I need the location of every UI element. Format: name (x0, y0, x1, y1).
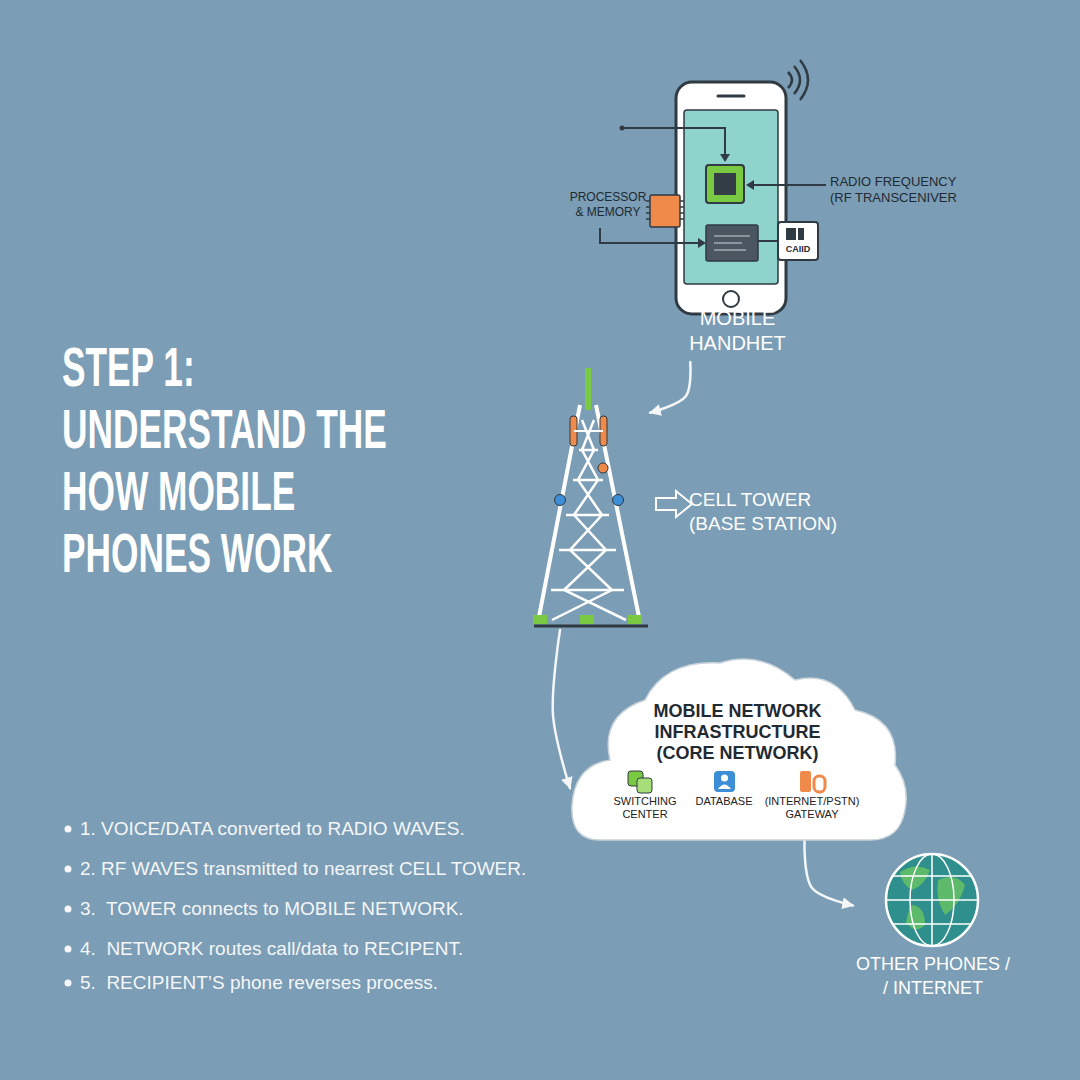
leader-line (752, 184, 826, 186)
signal-arc (800, 60, 808, 100)
database-node: DATABASE (692, 795, 756, 808)
tower-dish (598, 463, 608, 473)
card-label: CAIID (779, 244, 817, 255)
bullet-dot (65, 946, 72, 953)
memory-chip (706, 225, 758, 261)
bullet-dot (65, 906, 72, 913)
tower-leg (538, 405, 640, 622)
antenna-bar (574, 430, 603, 432)
database-icon-head (721, 775, 728, 782)
bullet-dot (65, 866, 72, 873)
database-icon-body (718, 785, 731, 790)
handset-node: MOBILE HANDHET (650, 75, 825, 362)
leader-line (622, 128, 725, 158)
phone-screen (684, 110, 778, 284)
step-item: 1. VOICE/DATA converted to RADIO WAVES. (80, 817, 640, 841)
cell-tower (533, 368, 648, 626)
chip-pins (646, 201, 684, 219)
chip-marking (714, 236, 750, 250)
leader-arrowhead (746, 180, 754, 190)
gateway-icon (800, 771, 811, 792)
gateway-icon (814, 776, 825, 792)
signal-arc (788, 72, 792, 88)
bullet-dot (65, 980, 72, 987)
leader-arrowhead (698, 238, 706, 248)
tower-foot (628, 615, 642, 624)
database-icon (714, 771, 735, 792)
rf-chip-core (714, 173, 736, 195)
node-text: SWITCHING CENTER (608, 795, 682, 821)
tower-dish (555, 495, 566, 506)
tower-lattice (552, 420, 626, 620)
signal-arc (794, 66, 800, 94)
globe-sphere (886, 854, 978, 946)
node-text: MOBILE HANDHET (650, 306, 825, 362)
flow-arrow (804, 840, 853, 906)
globe-meridian (910, 854, 954, 946)
node-text: OTHER PHONES / / INTERNET (853, 952, 1013, 1000)
cloud-node: MOBILE NETWORK INFRASTRUCTURE (CORE NETW… (570, 655, 905, 840)
step-item: 4. NETWORK routes call/data to RECIPENT. (80, 937, 640, 961)
sim-chip (798, 228, 804, 240)
pointer-arrow (656, 491, 692, 517)
step-item: 5. RECIPIENT’S phone reverses process. (80, 971, 640, 995)
switch-icon (637, 778, 652, 793)
tower-foot (533, 615, 547, 624)
leader-line (758, 240, 778, 242)
node-text: DATABASE (692, 795, 756, 808)
bullet-dot (65, 826, 72, 833)
leader-arrowhead (720, 154, 730, 162)
tower-foot (580, 615, 594, 624)
tower-ground (534, 625, 648, 628)
switch-icon (628, 771, 643, 786)
phone-speaker (718, 95, 744, 98)
sim-card (778, 222, 818, 260)
cloud-outline (572, 659, 906, 840)
flow-arrow (650, 362, 691, 413)
gateway-node: (INTERNET/PSTN) GATEWAY (756, 795, 868, 821)
part-label: PROCESSOR & MEMORY (566, 190, 650, 220)
home-button (723, 291, 739, 307)
switching-node: SWITCHING CENTER (608, 795, 682, 821)
node-text: MOBILE NETWORK INFRASTRUCTURE (CORE NETW… (643, 701, 833, 764)
diagram-title: STEP 1: UNDERSTAND THE HOW MOBILE PHONES… (62, 336, 415, 584)
leader-line (600, 228, 700, 243)
phone-body (676, 82, 786, 314)
tower-dish (613, 495, 624, 506)
sim-chip (786, 228, 796, 240)
globe-node: OTHER PHONES / / INTERNET (853, 850, 1013, 1000)
tower-node: CELL TOWER (BASE STATION) (530, 365, 650, 630)
flow-arrow (553, 630, 570, 788)
globe (886, 854, 978, 946)
node-text: CELL TOWER (BASE STATION) (689, 488, 841, 536)
leader-dot (620, 126, 625, 131)
part-label: RADIO FREQUENCY (RF TRANSCENIVER (830, 174, 970, 206)
globe-grid (886, 854, 978, 946)
processor-chip (650, 195, 680, 227)
step-item: 3. TOWER connects to MOBILE NETWORK. (80, 897, 640, 921)
tower-rung (551, 450, 624, 590)
rf-chip (706, 165, 744, 203)
node-text: (INTERNET/PSTN) GATEWAY (756, 795, 868, 821)
step-item: 2. RF WAVES transmitted to nearrest CELL… (80, 857, 640, 881)
tower-mast (585, 368, 591, 410)
